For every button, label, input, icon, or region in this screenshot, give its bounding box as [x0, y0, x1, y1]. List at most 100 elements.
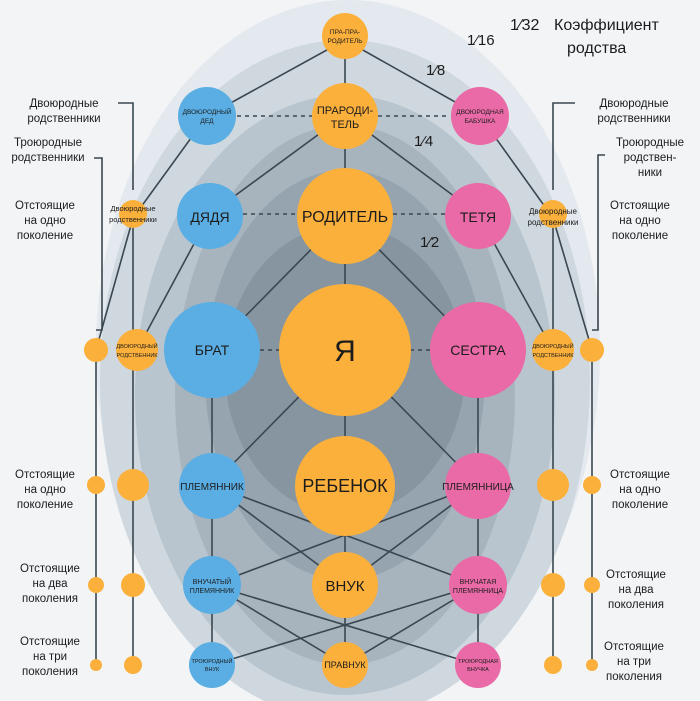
- fraction-1-2: 1⁄2: [420, 234, 439, 251]
- node-sestra: [430, 302, 526, 398]
- node-side-r1-g1: [537, 469, 569, 501]
- label-troy-vnuk-2: ВНУК: [205, 667, 220, 673]
- left-tri-3: поколения: [22, 666, 78, 678]
- label-dr-r-1: ДВОЮРОДНЫЙ: [532, 342, 573, 350]
- right-tri-1: Отстоящие: [604, 641, 664, 653]
- label-vnuchaty-2: ПЛЕМЯННИК: [190, 588, 235, 595]
- label-babushka-2: БАБУШКА: [465, 118, 496, 125]
- right-dva-3: поколения: [608, 599, 664, 611]
- right-dvoy-2: родственники: [597, 113, 670, 125]
- node-side-r2-g1: [583, 476, 601, 494]
- coefficient-title-2: родства: [567, 40, 626, 57]
- fraction-1-4: 1⁄4: [414, 133, 433, 150]
- pointer-troy-l: [94, 157, 103, 331]
- node-plemyannitsa: [445, 453, 511, 519]
- label-ded-2: ДЕД: [200, 118, 214, 125]
- node-rebenok: [295, 436, 395, 536]
- left-dvoy-1: Двоюродные: [29, 98, 98, 110]
- node-side-l1-g1: [87, 476, 105, 494]
- node-dvoyurodny-rodstvennik-r: [532, 329, 574, 371]
- label-plemyannik: ПЛЕМЯННИК: [180, 482, 244, 493]
- right-dva-2: на два: [618, 584, 654, 596]
- node-dyadya: [177, 183, 243, 249]
- right-odno-a-3: поколение: [612, 230, 668, 242]
- right-tri-3: поколения: [606, 671, 662, 683]
- node-vnuchaty-plemyannik: [183, 556, 241, 614]
- node-vnuchataya-plemyannitsa: [449, 556, 507, 614]
- right-dvoy-1: Двоюродные: [599, 98, 668, 110]
- label-sestra: СЕСТРА: [450, 342, 506, 358]
- node-side-l2-g1: [117, 469, 149, 501]
- left-tri-2: на три: [33, 651, 67, 663]
- label-dr-l-1: ДВОЮРОДНЫЙ: [116, 342, 157, 350]
- line-cross-10: [211, 584, 479, 666]
- label-dvoy-l-1: Двоюродные: [110, 204, 155, 213]
- node-plemyannik: [179, 453, 245, 519]
- left-odno-a-2: на одно: [24, 215, 66, 227]
- fraction-1-8: 1⁄8: [426, 62, 445, 79]
- node-tetya: [445, 183, 511, 249]
- label-dr-r-2: РОДСТВЕННИК: [532, 353, 574, 359]
- left-dvoy-2: родственники: [27, 113, 100, 125]
- label-praroditel-1: ПРАРОДИ-: [317, 105, 374, 117]
- left-odno-b-2: на одно: [24, 484, 66, 496]
- left-odno-b-3: поколение: [17, 499, 73, 511]
- left-odno-b-1: Отстоящие: [15, 469, 75, 481]
- node-troyurodnaya-vnuchka: [455, 642, 501, 688]
- label-tetya: ТЕТЯ: [460, 209, 496, 225]
- node-dvoyurodnye-r: [539, 200, 567, 228]
- node-side-l1-g2: [88, 577, 104, 593]
- left-dva-2: на два: [32, 578, 68, 590]
- nodes: [84, 13, 604, 688]
- label-plemyannitsa: ПЛЕМЯННИЦА: [442, 482, 514, 493]
- left-odno-a-1: Отстоящие: [15, 200, 75, 212]
- right-odno-b-1: Отстоящие: [610, 469, 670, 481]
- left-dva-1: Отстоящие: [20, 563, 80, 575]
- right-odno-b-3: поколение: [612, 499, 668, 511]
- node-dvoyurodnaya-babushka: [451, 87, 509, 145]
- label-troy-vnuk-1: ТРОЮРОДНЫЙ: [192, 657, 233, 665]
- label-troy-vnuchka-1: ТРОЮРОДНАЯ: [458, 659, 498, 665]
- label-dvoy-r-2: родственники: [528, 218, 579, 227]
- left-troy-1: Троюродные: [14, 137, 82, 149]
- label-prapraroditel-1: ПРА-ПРА-: [330, 29, 360, 36]
- label-roditel: РОДИТЕЛЬ: [302, 209, 388, 226]
- dashed-links: [237, 115, 450, 351]
- label-troy-vnuchka-2: ВНУЧКА: [467, 667, 489, 673]
- pointer-dvoy-l: [118, 102, 134, 190]
- node-side-r2-g3: [586, 659, 598, 671]
- fraction-1-16: 1⁄16: [467, 32, 495, 49]
- left-dva-3: поколения: [22, 593, 78, 605]
- label-dvoy-l-2: родственники: [109, 215, 157, 224]
- label-vnuchataya-2: ПЛЕМЯННИЦА: [453, 588, 504, 595]
- node-side-r2-g2: [584, 577, 600, 593]
- node-dvoyurodnye-l: [119, 200, 147, 228]
- label-babushka-1: ДВОЮРОДНАЯ: [456, 109, 504, 116]
- right-tri-2: на три: [617, 656, 651, 668]
- label-praroditel-2: ТЕЛЬ: [331, 119, 360, 131]
- coefficient-title-1: Коэффициент: [554, 17, 659, 34]
- pointer-troy-r: [592, 154, 605, 331]
- node-dvoyurodny-ded: [178, 87, 236, 145]
- right-odno-b-2: на одно: [619, 484, 661, 496]
- node-troyurodnye-l: [84, 338, 108, 362]
- node-roditel: [297, 168, 393, 264]
- node-pravnuk: [322, 642, 368, 688]
- label-ded-1: ДВОЮРОДНЫЙ: [183, 107, 232, 116]
- right-odno-a-1: Отстоящие: [610, 200, 670, 212]
- right-troy-3: ники: [638, 167, 662, 179]
- node-side-l1-g3: [90, 659, 102, 671]
- left-odno-a-3: поколение: [17, 230, 73, 242]
- label-dvoy-r-1: Двоюродные: [529, 207, 578, 216]
- right-troy-2: родствен-: [624, 152, 677, 164]
- node-troyurodnye-r: [580, 338, 604, 362]
- label-rebenok: РЕБЕНОК: [302, 476, 388, 496]
- left-tri-1: Отстоящие: [20, 636, 80, 648]
- node-prapraroditel: [322, 13, 368, 59]
- node-side-r1-g3: [544, 656, 562, 674]
- left-troy-2: родственники: [11, 152, 84, 164]
- node-vnuk: [312, 552, 378, 618]
- right-dva-1: Отстоящие: [606, 569, 666, 581]
- right-odno-a-2: на одно: [619, 215, 661, 227]
